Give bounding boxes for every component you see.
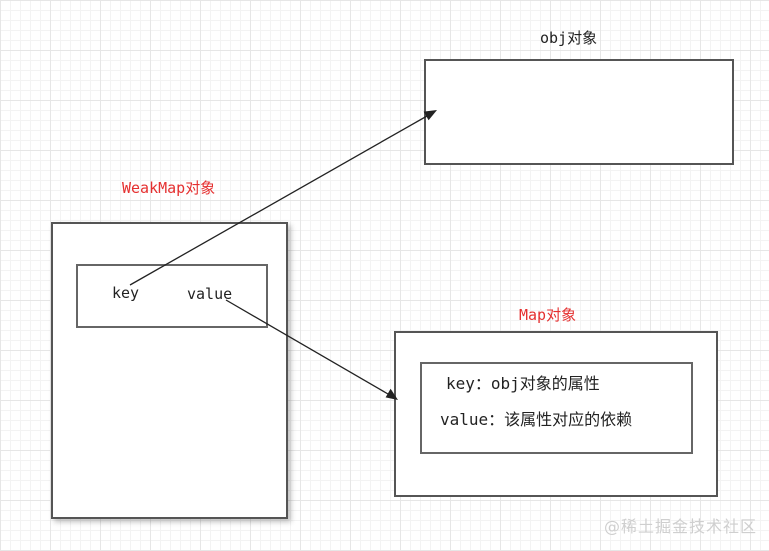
map-value-text: value：该属性对应的依赖	[440, 410, 633, 429]
obj-title: obj对象	[540, 29, 598, 47]
arrow-value-to-map	[225, 299, 389, 395]
obj-box	[424, 59, 734, 165]
weakmap-value-label: value	[187, 285, 233, 303]
map-title: Map对象	[519, 306, 577, 324]
weakmap-key-label: key	[112, 284, 140, 302]
weakmap-title: WeakMap对象	[122, 179, 216, 197]
weakmap-entry-box	[76, 264, 268, 328]
watermark: @稀土掘金技术社区	[603, 517, 757, 536]
arrow-key-to-obj-head	[423, 110, 437, 121]
arrow-key-to-obj	[129, 115, 428, 286]
arrow-value-to-map-head	[385, 388, 398, 400]
map-entry-box	[420, 362, 693, 454]
map-key-text: key：obj对象的属性	[446, 374, 600, 393]
